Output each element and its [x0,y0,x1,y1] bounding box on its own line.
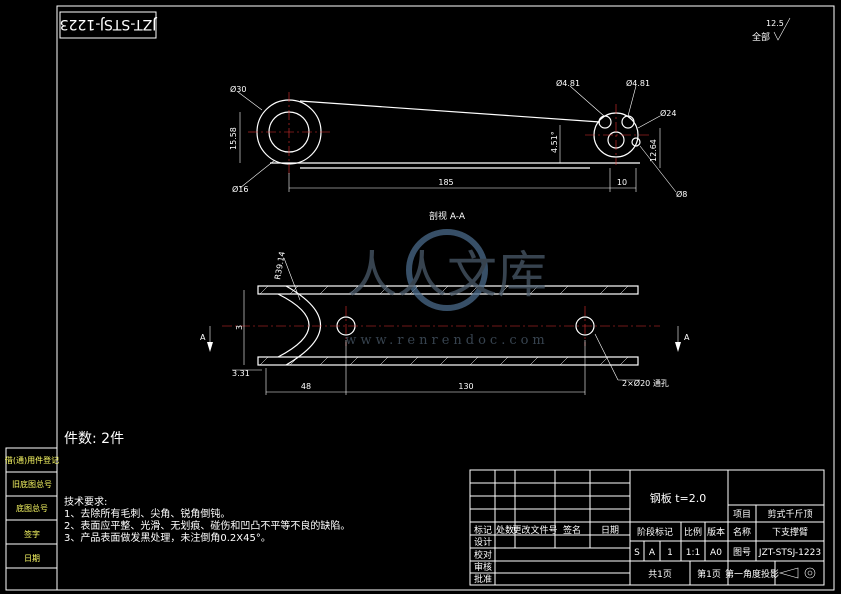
quantity-label: 件数: 2件 [64,431,124,447]
tech-req-title: 技术要求: [64,495,107,508]
dim-h-right: 12.64 [649,139,658,162]
title-drawing-value: JZT-STSJ-1223 [758,548,821,558]
section-label: 剖视 A-A [429,210,466,222]
side-table-row4: 签字 [24,529,40,539]
stage-header-version: 版本 [707,526,725,538]
dim-d-small1: Ø4.81 [556,78,580,88]
title-name-value: 下支撑臂 [772,526,808,538]
title-name-label: 名称 [733,526,751,538]
side-table-row2: 旧底图总号 [12,479,52,489]
stage-value-a: A [649,548,656,558]
technical-requirements: 技术要求: 1、去除所有毛刺、尖角、锐角倒钝。 2、表面应平整、光滑、无划痕、碰… [64,495,350,544]
projection-label: 第一角度投影 [725,568,779,580]
title-drawing-label: 图号 [733,547,751,558]
dim-holes-note: 2×Ø20 通孔 [622,378,669,388]
sheet-total: 共1页 [648,569,672,580]
watermark-brand: 人人文库 [347,246,547,304]
title-project-label: 项目 [733,509,751,520]
surface-finish-label: 全部 [752,31,770,43]
section-marker-right: A [684,333,690,342]
sheet-number: 第1页 [697,568,721,580]
dim-d-small2: Ø4.81 [626,78,650,88]
surface-finish-value: 12.5 [766,19,784,28]
stage-value-s: S [634,548,640,558]
title-project-value: 剪式千斤顶 [767,508,812,520]
stage-header-mark: 阶段标记 [637,526,673,538]
dim-h-angle: 4.51° [550,131,559,153]
stage-value-version: A0 [710,548,722,558]
dim-d-hole: Ø8 [676,189,687,199]
title-block: 钢板 t=2.0 项目 剪式千斤顶 名称 下支撑臂 图号 JZT-STSJ-12… [469,469,825,586]
section-view: A A 3 3.31 48 130 R39.14 2×Ø20 通孔 [200,251,690,395]
rev-header-count: 处数 [496,524,514,536]
dim-d-big: Ø30 [230,84,246,94]
side-table: 借(通)用件登记 旧底图总号 底图总号 签字 日期 [5,447,59,591]
dim-len-main: 185 [438,178,453,187]
rev-header-doc: 更改文件号 [512,524,557,536]
dim-small-3: 3 [235,325,244,330]
role-approve: 批准 [474,573,492,585]
side-table-row5: 日期 [24,554,40,563]
tech-req-line3: 3、产品表面做发黑处理，未注倒角0.2X45°。 [64,531,271,544]
dim-len-130: 130 [458,382,473,391]
dim-small-331: 3.31 [232,369,250,378]
dim-len-48: 48 [301,382,311,391]
side-table-row1: 借(通)用件登记 [5,455,59,465]
tech-req-line1: 1、去除所有毛刺、尖角、锐角倒钝。 [64,507,230,520]
side-table-row3: 底图总号 [16,503,48,513]
rev-header-sign: 签名 [563,524,581,536]
rotated-drawing-number-box: JZT-STSJ-1223 [59,11,158,39]
section-marker-left: A [200,333,206,342]
surface-finish-symbol: 全部 12.5 [752,17,791,43]
tech-req-line2: 2、表面应平整、光滑、无划痕、碰伤和凹凸不平等不良的缺陷。 [64,519,350,532]
stage-value-1: 1 [667,548,673,558]
role-check: 校对 [474,549,492,561]
dim-h-left: 15.58 [229,127,238,150]
watermark-url: www.renrendoc.com [345,333,549,348]
role-review: 审核 [474,561,492,573]
dim-d-hub: Ø16 [232,184,248,194]
stage-header-scale: 比例 [684,526,702,538]
dim-d-right: Ø24 [660,108,676,118]
stage-value-scale: 1:1 [686,548,700,558]
rotated-drawing-number: JZT-STSJ-1223 [60,16,158,32]
role-design: 设计 [474,536,492,548]
title-material: 钢板 t=2.0 [650,491,707,505]
top-view: Ø30 Ø16 15.58 4.51° 12.64 185 10 Ø4.81 Ø… [229,78,687,199]
rev-header-mark: 标记 [474,524,492,536]
rev-header-date: 日期 [601,525,619,536]
dim-r-label: R39.14 [273,251,287,281]
watermark: 人人文库 www.renrendoc.com [345,229,549,348]
drawing-border [56,5,835,591]
projection-icon [778,567,816,579]
dim-len-tail: 10 [617,178,627,187]
